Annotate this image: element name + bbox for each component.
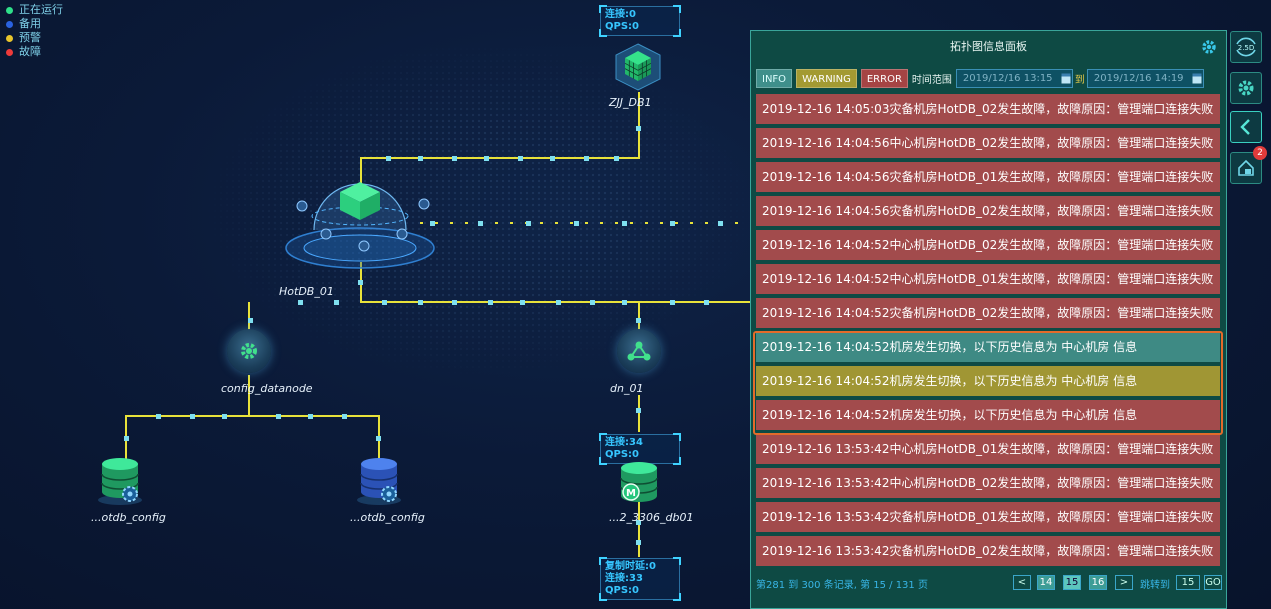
notice-button[interactable]: 2 — [1230, 146, 1267, 184]
fault-dot-icon — [6, 48, 13, 56]
running-dot-icon — [6, 6, 13, 14]
page-info: 第281 到 300 条记录, 第 15 / 131 页 — [756, 580, 928, 591]
legend-item-standby: 备用 — [6, 17, 63, 31]
end-time-input[interactable]: 2019/12/16 14:19 — [1086, 69, 1204, 88]
zjj-db-node[interactable] — [614, 42, 662, 92]
message-item[interactable]: 2019-12-16 13:53:42中心机房HotDB_02发生故障，故障原因… — [756, 468, 1220, 498]
master-db-node-label: ...2_3306_db01 — [609, 511, 694, 524]
config-db-node-1[interactable] — [96, 456, 144, 506]
prev-page-button[interactable]: < — [1013, 575, 1031, 590]
topology-links — [124, 92, 750, 557]
panel-title: 拓扑图信息面板 — [950, 40, 1027, 53]
database-master-icon: M — [620, 462, 658, 502]
jump-page-input[interactable]: 15 — [1176, 575, 1200, 590]
pagination: 第281 到 300 条记录, 第 15 / 131 页 < 14 15 16 … — [756, 575, 1222, 591]
config-db-node-2-label: ...otdb_config — [350, 511, 425, 524]
go-button[interactable]: GO — [1204, 575, 1222, 590]
status-legend: 正在运行 备用 预警 故障 — [6, 3, 63, 59]
filter-error-button[interactable]: ERROR — [860, 69, 908, 88]
standby-dot-icon — [6, 20, 13, 28]
home-lock-icon — [1238, 159, 1254, 176]
master-db-node[interactable]: M — [615, 462, 663, 508]
hotdb-platform-icon — [285, 182, 435, 269]
hotdb-node-label: HotDB_01 — [279, 285, 334, 298]
topology-info-panel: 拓扑图信息面板 INFO WARNING ERROR 时间范围 2019/12/… — [750, 30, 1227, 609]
svg-text:M: M — [626, 488, 636, 499]
message-item[interactable]: 2019-12-16 14:04:56中心机房HotDB_02发生故障，故障原因… — [756, 128, 1220, 158]
legend-item-warning: 预警 — [6, 31, 63, 45]
page-button-current[interactable]: 15 — [1063, 575, 1081, 590]
warning-dot-icon — [6, 34, 13, 42]
dn01-node[interactable] — [617, 329, 661, 373]
message-item[interactable]: 2019-12-16 14:04:52机房发生切换，以下历史信息为 中心机房 信… — [756, 400, 1220, 430]
gear-icon — [241, 343, 257, 359]
db3306-stat-box: 复制时延:0 连接:33 QPS:0 — [599, 557, 681, 601]
config-datanode-node[interactable] — [227, 329, 271, 373]
jump-label: 跳转到 — [1140, 580, 1170, 591]
message-item[interactable]: 2019-12-16 14:04:52灾备机房HotDB_02发生故障，故障原因… — [756, 298, 1220, 328]
filter-warning-button[interactable]: WARNING — [796, 69, 857, 88]
calendar-icon — [1061, 73, 1071, 84]
view-2-5d-button[interactable]: 2.5D — [1230, 31, 1262, 63]
dn01-node-label: dn_01 — [610, 382, 644, 395]
message-list: 2019-12-16 14:05:03灾备机房HotDB_02发生故障，故障原因… — [756, 94, 1220, 570]
dn01-stat-box: 连接:34 QPS:0 — [599, 433, 681, 465]
legend-item-running: 正在运行 — [6, 3, 63, 17]
time-range-label: 时间范围 — [911, 75, 952, 86]
config-db-node-1-label: ...otdb_config — [91, 511, 166, 524]
message-item[interactable]: 2019-12-16 14:05:03灾备机房HotDB_02发生故障，故障原因… — [756, 94, 1220, 124]
settings-button[interactable] — [1230, 72, 1262, 104]
config-datanode-label: config_datanode — [221, 382, 313, 395]
message-item[interactable]: 2019-12-16 13:53:42灾备机房HotDB_02发生故障，故障原因… — [756, 536, 1220, 566]
message-item[interactable]: 2019-12-16 13:53:42灾备机房HotDB_01发生故障，故障原因… — [756, 502, 1220, 532]
legend-item-fault: 故障 — [6, 45, 63, 59]
notice-count-badge: 2 — [1253, 146, 1267, 160]
message-item[interactable]: 2019-12-16 14:04:56灾备机房HotDB_02发生故障，故障原因… — [756, 196, 1220, 226]
cluster-cube-icon — [615, 43, 661, 91]
database-gear-icon — [98, 458, 142, 505]
rotate-3d-icon: 2.5D — [1236, 37, 1256, 57]
start-time-input[interactable]: 2019/12/16 13:15 — [955, 69, 1073, 88]
panel-settings-button[interactable] — [1201, 39, 1217, 55]
database-gear-icon — [357, 458, 401, 505]
message-item[interactable]: 2019-12-16 14:04:56灾备机房HotDB_01发生故障，故障原因… — [756, 162, 1220, 192]
message-item[interactable]: 2019-12-16 14:04:52中心机房HotDB_01发生故障，故障原因… — [756, 264, 1220, 294]
svg-text:2.5D: 2.5D — [1238, 44, 1255, 52]
message-item[interactable]: 2019-12-16 14:04:52机房发生切换，以下历史信息为 中心机房 信… — [756, 366, 1220, 396]
share-branch-icon — [627, 341, 651, 361]
gear-icon — [1202, 40, 1216, 54]
next-page-button[interactable]: > — [1115, 575, 1133, 590]
zjj-node-label: ZJJ_DB1 — [609, 96, 652, 109]
message-item[interactable]: 2019-12-16 13:53:42中心机房HotDB_01发生故障，故障原因… — [756, 434, 1220, 464]
message-item[interactable]: 2019-12-16 14:04:52中心机房HotDB_02发生故障，故障原因… — [756, 230, 1220, 260]
hotdb-node[interactable] — [282, 160, 438, 272]
page-button[interactable]: 14 — [1037, 575, 1055, 590]
to-label: 到 — [1074, 75, 1085, 86]
gear-icon — [1238, 80, 1254, 96]
page-button[interactable]: 16 — [1089, 575, 1107, 590]
message-item[interactable]: 2019-12-16 14:04:52机房发生切换，以下历史信息为 中心机房 信… — [756, 332, 1220, 362]
zjj-stat-box: 连接:0 QPS:0 — [599, 5, 681, 37]
filter-bar: INFO WARNING ERROR 时间范围 2019/12/16 13:15… — [756, 69, 1204, 88]
config-db-node-2[interactable] — [355, 456, 403, 506]
filter-info-button[interactable]: INFO — [756, 69, 793, 88]
chevron-left-icon — [1240, 119, 1250, 135]
collapse-panel-button[interactable] — [1230, 111, 1262, 143]
world-map-background — [200, 40, 760, 380]
calendar-icon — [1192, 73, 1202, 84]
